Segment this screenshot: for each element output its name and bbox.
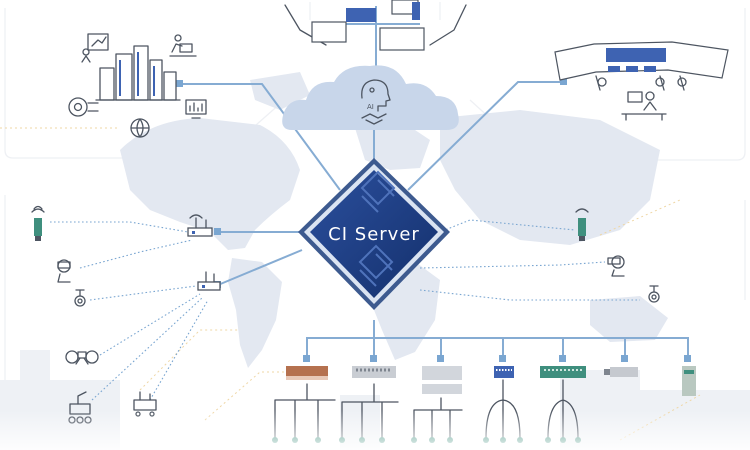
remote-io-icon — [682, 366, 696, 396]
camera-icon — [74, 289, 86, 307]
ai-head-icon — [361, 79, 391, 112]
city-buildings-icon — [95, 45, 181, 101]
video-wall-icon — [554, 41, 729, 91]
wireless-sensor-icon — [31, 205, 45, 241]
vr-headset-icon — [57, 259, 71, 283]
handshake-icon — [361, 113, 387, 125]
wireless-sensor-icon-right — [575, 208, 589, 241]
ci-server-hub: CI Server — [298, 158, 450, 310]
globe-icon — [130, 118, 150, 138]
plc-blue-icon — [494, 366, 514, 378]
gear-network-icon — [68, 97, 99, 117]
wireless-links — [50, 219, 640, 401]
plc-teal-icon — [540, 366, 586, 378]
servo-motor-icon — [604, 367, 638, 377]
presentation-icon — [81, 33, 109, 63]
center-label: CI Server — [328, 224, 420, 245]
plc-rack-icon — [422, 366, 462, 394]
analytics-monitor-icon — [185, 99, 207, 119]
drone-icon — [65, 350, 99, 365]
wifi-router-icon — [187, 214, 213, 237]
plc-orange-icon — [286, 366, 328, 380]
ai-label: AI — [367, 103, 374, 111]
plc-gray-icon — [352, 366, 396, 378]
bottom-fade — [0, 410, 750, 450]
circuit-pattern — [358, 170, 396, 287]
video-wall-ring-icon — [284, 0, 467, 51]
control-room-operator-icon — [621, 91, 667, 121]
world-map-background — [120, 72, 668, 368]
camera-icon-right — [648, 285, 660, 303]
ai-cloud: AI — [282, 65, 459, 130]
person-laptop-icon — [169, 34, 197, 57]
vr-headset-icon-right — [607, 255, 625, 277]
wifi-router-icon-2 — [197, 271, 221, 291]
